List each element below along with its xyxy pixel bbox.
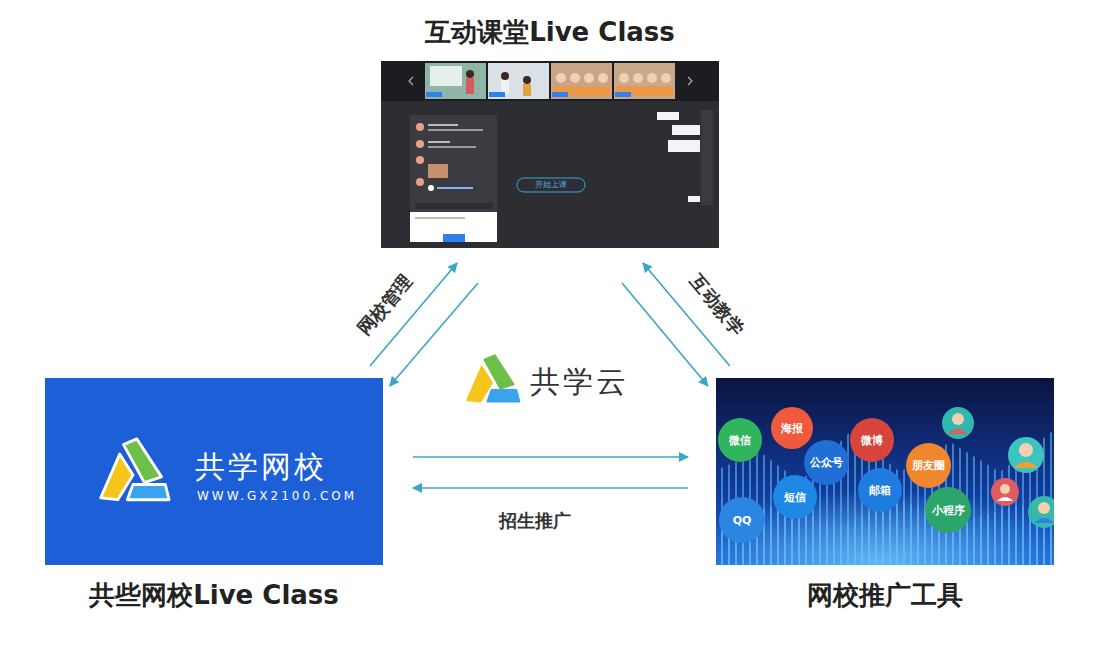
channel-label: 微信 <box>729 434 751 447</box>
tools-panel: 海报微信微博公众号朋友圈邮箱短信小程序QQ网校推广工具 <box>716 378 1054 565</box>
connector-arrow <box>413 456 688 458</box>
node-heading: 网校推广工具 <box>807 578 963 612</box>
channel-icon: 朋友圈 <box>906 443 951 488</box>
channel-icon: 公众号 <box>804 440 849 485</box>
channel-label: 朋友圈 <box>912 459 945 472</box>
channel-icon: 海报 <box>771 407 813 449</box>
node-heading: 互动课堂Live Class <box>425 15 675 49</box>
connector-arrow <box>622 283 708 386</box>
screenshot-art <box>381 61 719 248</box>
logo-wordmark: 共学云 <box>530 364 629 400</box>
button-label: 开始上课 <box>517 178 585 192</box>
edge-label: 招生推广 <box>497 510 573 532</box>
connector-arrow <box>413 487 688 489</box>
channel-icon: 邮箱 <box>858 468 902 512</box>
channel-icon: 短信 <box>773 475 817 519</box>
brand-url: WWW.GX2100.COM <box>197 489 357 503</box>
channel-icon: 微博 <box>850 418 894 462</box>
brand-box: 共学网校WWW.GX2100.COM共些网校Live Class <box>45 378 383 565</box>
tools-art <box>716 378 1054 565</box>
brand-name: 共学网校 <box>195 449 327 485</box>
channel-label: 小程序 <box>932 504 965 517</box>
channel-label: 海报 <box>781 422 803 435</box>
channel-icon: 微信 <box>718 418 762 462</box>
channel-icon: 小程序 <box>925 487 971 533</box>
channel-label: 公众号 <box>810 456 843 469</box>
channel-label: 邮箱 <box>869 484 891 497</box>
node-heading: 共些网校Live Class <box>89 578 339 612</box>
brand-logo <box>101 439 169 500</box>
channel-label: 微博 <box>861 434 883 447</box>
edge-label: 互动教学 <box>684 269 750 341</box>
channel-label: 短信 <box>784 491 806 504</box>
channel-label: QQ <box>733 514 752 527</box>
screenshot-panel: 互动课堂Live Class <box>381 61 719 248</box>
channel-icon: QQ <box>719 497 765 543</box>
edge-label: 网校管理 <box>352 269 418 341</box>
center-logo <box>467 355 519 401</box>
brand-ground <box>45 378 383 565</box>
